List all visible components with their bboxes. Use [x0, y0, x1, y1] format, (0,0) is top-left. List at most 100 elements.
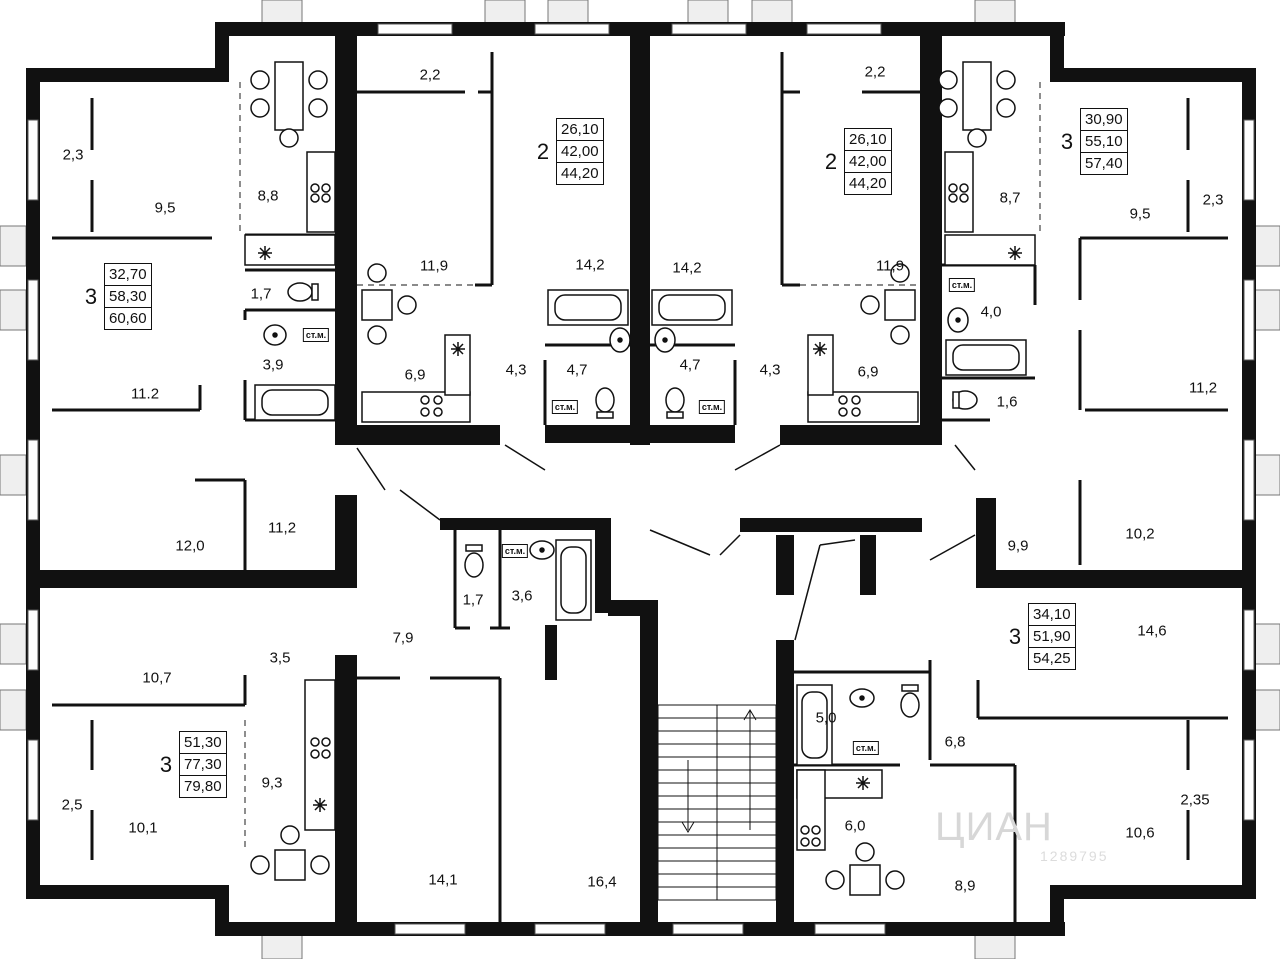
- total-area: 51,90: [1029, 626, 1075, 648]
- room-area: 11.2: [130, 385, 160, 403]
- room-area: 2,2: [864, 63, 886, 81]
- apartment-summary: 2 26,10 42,00 44,20: [532, 118, 604, 185]
- room-area: 2,3: [1202, 191, 1224, 209]
- room-area: 11,2: [267, 519, 297, 537]
- room-area: 4,0: [980, 303, 1002, 321]
- wc-label: ст.м.: [501, 544, 529, 558]
- apartment-summary: 3 32,70 58,30 60,60: [80, 263, 152, 330]
- room-area: 3,9: [262, 356, 284, 374]
- total-area-with-balcony: 44,20: [849, 175, 887, 192]
- room-area: 5,0: [815, 709, 837, 727]
- room-area: 4,7: [566, 361, 588, 379]
- total-area: 58,30: [105, 286, 151, 308]
- total-area-with-balcony: 57,40: [1085, 155, 1123, 172]
- interior-walls: [40, 30, 1246, 930]
- dashed-lines: [239, 82, 1041, 850]
- room-count: 3: [1060, 128, 1074, 154]
- room-area: 6,8: [944, 733, 966, 751]
- wc-label: ст.м.: [852, 741, 880, 755]
- watermark-logo: ЦИАН: [935, 805, 1053, 849]
- room-count: 3: [84, 283, 98, 309]
- total-area-with-balcony: 60,60: [109, 310, 147, 327]
- room-area: 3,6: [511, 587, 533, 605]
- room-area: 2,2: [419, 66, 441, 84]
- total-area: 42,00: [557, 141, 603, 163]
- room-area: 8,9: [954, 877, 976, 895]
- dining-tables: [250, 61, 1016, 896]
- room-area: 4,3: [759, 361, 781, 379]
- room-area: 10,7: [142, 669, 172, 687]
- room-area: 14,2: [575, 256, 605, 274]
- living-area: 32,70: [105, 264, 151, 286]
- room-count: 3: [1008, 623, 1022, 649]
- wc-label: ст.м.: [698, 400, 726, 414]
- room-area: 6,9: [404, 366, 426, 384]
- total-area: 55,10: [1081, 131, 1127, 153]
- room-area: 9,3: [261, 774, 283, 792]
- room-area: 10,6: [1125, 824, 1155, 842]
- total-area-with-balcony: 79,80: [184, 778, 222, 795]
- living-area: 26,10: [845, 129, 891, 151]
- apartment-summary: 3 51,30 77,30 79,80: [155, 731, 227, 798]
- room-area: 9,5: [1129, 205, 1151, 223]
- vent-star-icons: [258, 246, 1022, 812]
- room-area: 1,7: [462, 591, 484, 609]
- total-area: 42,00: [845, 151, 891, 173]
- living-area: 30,90: [1081, 109, 1127, 131]
- toilets-sinks: [263, 282, 978, 718]
- room-area: 8,7: [999, 189, 1021, 207]
- wc-label: ст.м.: [302, 328, 330, 342]
- room-area: 10,2: [1125, 525, 1155, 543]
- room-area: 10,1: [128, 819, 158, 837]
- room-area: 11,9: [875, 257, 905, 275]
- area-box: 30,90 55,10 57,40: [1080, 108, 1128, 175]
- room-area: 2,35: [1180, 791, 1210, 809]
- room-area: 14,1: [428, 871, 458, 889]
- room-count: 2: [824, 148, 838, 174]
- wc-label: ст.м.: [948, 278, 976, 292]
- living-area: 34,10: [1029, 604, 1075, 626]
- room-count: 3: [159, 751, 173, 777]
- wc-label: ст.м.: [551, 400, 579, 414]
- watermark-id: 1289795: [1040, 848, 1109, 864]
- room-area: 1,6: [996, 393, 1018, 411]
- window-openings: [27, 23, 1255, 935]
- total-area: 77,30: [180, 754, 226, 776]
- apartment-summary: 2 26,10 42,00 44,20: [820, 128, 892, 195]
- room-area: 16,4: [587, 873, 617, 891]
- staircase: [657, 704, 777, 901]
- room-area: 12,0: [175, 537, 205, 555]
- room-area: 14,6: [1137, 622, 1167, 640]
- room-area: 9,9: [1007, 537, 1029, 555]
- room-count: 2: [536, 138, 550, 164]
- room-area: 9,5: [154, 199, 176, 217]
- area-box: 51,30 77,30 79,80: [179, 731, 227, 798]
- total-area-with-balcony: 44,20: [561, 165, 599, 182]
- apartment-summary: 3 30,90 55,10 57,40: [1056, 108, 1128, 175]
- area-box: 34,10 51,90 54,25: [1028, 603, 1076, 670]
- area-box: 26,10 42,00 44,20: [844, 128, 892, 195]
- room-area: 3,5: [269, 649, 291, 667]
- room-area: 4,3: [505, 361, 527, 379]
- living-area: 51,30: [180, 732, 226, 754]
- area-box: 32,70 58,30 60,60: [104, 263, 152, 330]
- apartment-summary: 3 34,10 51,90 54,25: [1004, 603, 1076, 670]
- room-area: 11,2: [1188, 379, 1218, 397]
- living-area: 26,10: [557, 119, 603, 141]
- room-area: 4,7: [679, 356, 701, 374]
- door-lines: [356, 444, 976, 641]
- room-area: 14,2: [672, 259, 702, 277]
- bathtubs: [254, 289, 1027, 766]
- area-box: 26,10 42,00 44,20: [556, 118, 604, 185]
- room-area: 7,9: [392, 629, 414, 647]
- room-area: 2,3: [62, 146, 84, 164]
- room-area: 11,9: [419, 257, 449, 275]
- total-area-with-balcony: 54,25: [1033, 650, 1071, 667]
- room-area: 2,5: [61, 796, 83, 814]
- room-area: 1,7: [250, 285, 272, 303]
- room-area: 6,9: [857, 363, 879, 381]
- room-area: 6,0: [844, 817, 866, 835]
- room-area: 8,8: [257, 187, 279, 205]
